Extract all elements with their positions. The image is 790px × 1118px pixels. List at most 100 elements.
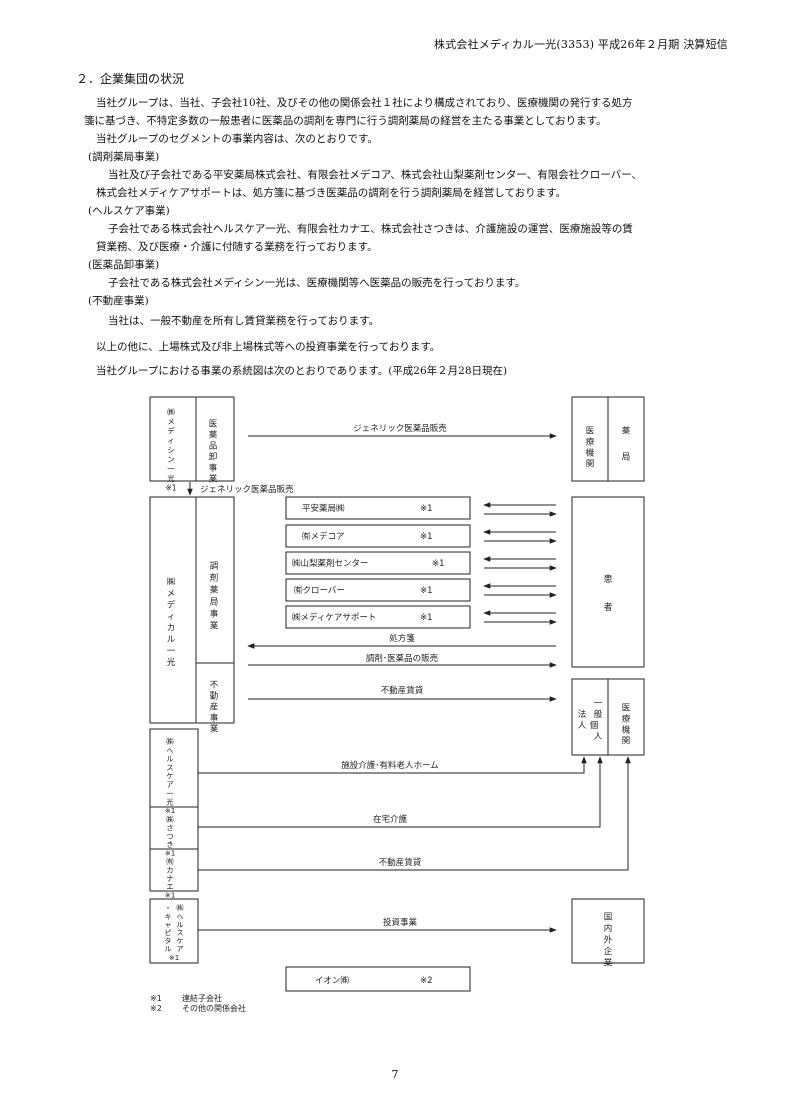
corp-label-col1d: 人: [594, 732, 603, 742]
section-title: ２．企業集団の状況: [76, 72, 185, 86]
sub-medicare-label: ㈱メディケアサポート: [292, 612, 376, 623]
vertical-text: ㈱メディカル一光: [167, 577, 176, 669]
patient-box: [571, 496, 645, 668]
healthcare-ikko-box: [149, 728, 199, 808]
medicine-ikko-box: [149, 396, 235, 482]
medical-ikko-label: ㈱メディカル一光: [167, 577, 176, 669]
para-dispensing-2: 株式会社メディケアサポートは、処方箋に基づき医薬品の調剤を行う調剤薬局を経営して…: [96, 187, 567, 199]
para-diagram-intro: 当社グループにおける事業の系統図は次のとおりであります。(平成26年２月28日現…: [96, 365, 508, 377]
investment-label: 投資事業: [383, 917, 418, 928]
satsuki-label: ㈱さつき※1: [165, 815, 176, 857]
vertical-text: ㈱メディシン一光※1: [165, 407, 176, 493]
generic-sale-label-2: ジェネリック医薬品販売: [200, 484, 294, 495]
aeon-label: イオン㈱: [315, 975, 350, 986]
heading-wholesale: (医薬品卸事業): [88, 259, 160, 271]
dispense-sale-label: 調剤･医薬品の販売: [366, 653, 439, 664]
domestic-box: [571, 898, 645, 964]
svg-text:ル: ル: [165, 945, 172, 953]
sub-heian-label: 平安薬局㈱: [302, 503, 345, 514]
sub-clover-label: ㈲クローバー: [294, 585, 345, 596]
corp-label-col2b: 人: [578, 721, 587, 731]
para-dispensing-1: 当社及び子会社である平安薬局株式会社、有限会社メデコア、株式会社山梨薬剤センター…: [108, 169, 643, 181]
generic-sale-label: ジェネリック医薬品販売: [353, 423, 447, 434]
svg-text:ピ: ピ: [165, 929, 172, 937]
sub-clover-box: [285, 578, 471, 602]
care-home-label: 施設介護･有料老人ホーム: [341, 760, 439, 771]
capital-box: [149, 898, 199, 964]
svg-text:ア: ア: [177, 945, 184, 953]
vertical-text: 国内外企業: [604, 913, 613, 969]
sub-yamanashi-label: ㈱山梨薬剤センター: [292, 558, 369, 569]
aeon-note: ※2: [420, 976, 433, 986]
vertical-text: 医薬品卸事業: [209, 420, 218, 485]
realestate-seg-label: 不動産事業: [210, 681, 219, 735]
note2-mark: ※2: [150, 1004, 162, 1013]
para-healthcare-1: 子会社である株式会社ヘルスケア一光、有限会社カナエ、株式会社さつきは、介護施設の…: [108, 223, 633, 235]
para-investment: 以上の他に、上場株式及び非上場株式等への投資事業を行っております。: [96, 341, 441, 353]
prescription-label: 処方箋: [389, 633, 415, 644]
heading-healthcare: (ヘルスケア事業): [88, 205, 170, 217]
medical-ikko-box: [149, 496, 235, 724]
sub-medicare-note: ※1: [420, 613, 433, 623]
sub-heian-box: [285, 496, 471, 520]
svg-text:㈱: ㈱: [177, 903, 184, 912]
svg-text:※1: ※1: [169, 954, 179, 962]
heading-dispensing: (調剤薬局事業): [88, 151, 160, 163]
patient-label: 患者: [603, 573, 612, 613]
med-inst2-label: 医療機関: [622, 704, 631, 747]
sub-medecore-label: ㈲メデコア: [302, 531, 345, 542]
wholesale-label: 医薬品卸事業: [209, 420, 218, 485]
page-header: 株式会社メディカル一光(3353) 平成26年２月期 決算短信: [434, 38, 728, 51]
sub-yamanashi-note: ※1: [432, 559, 445, 569]
svg-text:タ: タ: [165, 936, 172, 945]
heading-realestate: (不動産事業): [88, 295, 149, 307]
para-intro-2: 箋に基づき、不特定多数の一般患者に医薬品の調剤を専門に行う調剤薬局の経営を主たる…: [84, 115, 607, 127]
sub-yamanashi-box: [285, 551, 471, 575]
sub-medecore-box: [285, 524, 471, 548]
corp-label-col1c: 個: [590, 720, 599, 731]
sub-heian-note: ※1: [420, 504, 433, 514]
med-inst-label: 医療機関: [586, 427, 595, 470]
vertical-text: ㈱ヘルスケア一光※1: [165, 737, 176, 815]
corp-label-col2a: 法: [578, 709, 587, 720]
medicine-ikko-label: ㈱メディシン一光※1: [165, 407, 176, 493]
vertical-text: 薬局: [622, 426, 631, 463]
vertical-text: 調剤薬局事業: [210, 561, 219, 632]
svg-text:・: ・: [165, 904, 172, 912]
note1-mark: ※1: [150, 994, 162, 1003]
vertical-text: 医療機関: [622, 704, 631, 747]
home-care-label: 在宅介護: [373, 814, 408, 825]
svg-text:ャ: ャ: [165, 921, 172, 929]
para-realestate: 当社は、一般不動産を所有し賃貸業務を行っております。: [108, 315, 380, 327]
svg-text:ル: ル: [177, 921, 184, 929]
kanae-label: ㈲カナエ※1: [165, 857, 176, 899]
domestic-label: 国内外企業: [604, 913, 613, 969]
para-healthcare-2: 貸業務、及び医療・介護に付随する業務を行っております。: [96, 241, 378, 253]
page-number: 7: [391, 1068, 399, 1081]
rent-label: 不動産賃貸: [381, 685, 424, 696]
sub-medicare-box: [285, 605, 471, 629]
note2-text: その他の関係会社: [182, 1003, 246, 1013]
para-segments: 当社グループのセグメントの事業内容は、次のとおりです。: [96, 133, 378, 145]
svg-text:ケ: ケ: [177, 937, 184, 945]
aeon-box: [285, 966, 471, 992]
rent2-label: 不動産賃貸: [379, 857, 422, 868]
corp-label-col1b: 般: [594, 709, 603, 720]
vertical-text: 不動産事業: [210, 681, 219, 735]
note1-text: 連結子会社: [182, 993, 222, 1003]
para-intro-1: 当社グループは、当社、子会社10社、及びその他の関係会社１社により構成されており…: [96, 97, 633, 109]
para-wholesale: 子会社である株式会社メディシン一光は、医療機関等へ医薬品の販売を行っております。: [108, 277, 526, 289]
svg-text:ス: ス: [177, 929, 184, 937]
vertical-text: ㈲カナエ※1: [165, 857, 176, 899]
dispensing-label: 調剤薬局事業: [210, 561, 219, 632]
svg-text:キ: キ: [165, 913, 172, 921]
vertical-text: 医療機関: [586, 427, 595, 470]
sub-clover-note: ※1: [420, 586, 433, 596]
pharmacy-label: 薬局: [622, 426, 631, 463]
vertical-text: 患者: [603, 573, 612, 613]
sub-medecore-note: ※1: [420, 532, 433, 542]
healthcare-ikko-label: ㈱ヘルスケア一光※1: [165, 737, 176, 815]
vertical-text: ㈱さつき※1: [165, 815, 176, 857]
svg-text:ヘ: ヘ: [177, 913, 184, 921]
